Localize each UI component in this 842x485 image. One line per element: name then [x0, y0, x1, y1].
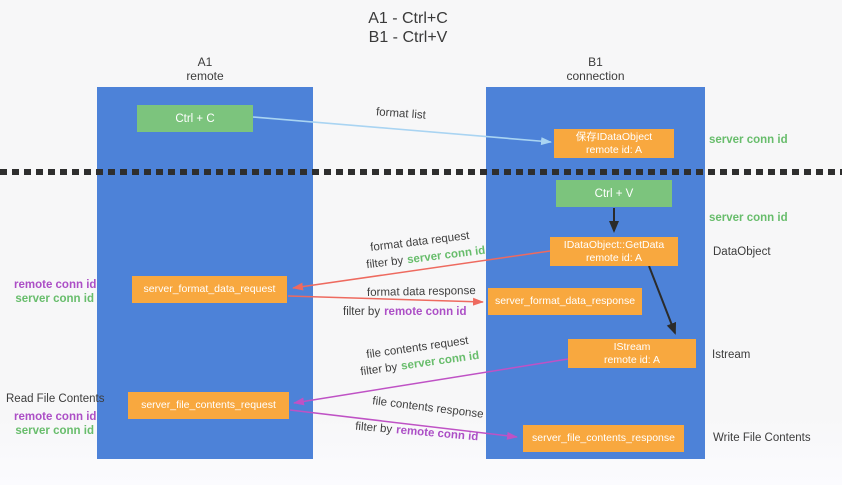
getdata-title: IDataObject::GetData — [563, 238, 665, 251]
server-conn-id-label: server conn id — [15, 425, 94, 437]
title-line-1: A1 - Ctrl+C — [368, 10, 448, 27]
server-format-data-request-box: server_format_data_request — [132, 276, 287, 303]
save-dataobject-title: 保存IDataObject — [575, 130, 653, 143]
file-contents-response-label: file contents response — [371, 395, 485, 421]
filter-by-text: filter by — [365, 254, 404, 272]
filter-by-text: filter by — [354, 420, 393, 436]
read-file-contents-label: Read File Contents — [6, 393, 105, 405]
column-a1-role: remote — [186, 69, 224, 83]
server-format-data-response-label: server_format_data_response — [494, 295, 636, 307]
server-file-contents-request-box: server_file_contents_request — [128, 392, 289, 419]
write-file-contents-label: Write File Contents — [713, 432, 811, 444]
filter-by-text: filter by — [343, 306, 381, 318]
istream-title: IStream — [613, 340, 651, 353]
ctrl-c-label: Ctrl + C — [175, 112, 215, 125]
title-line-2: B1 - Ctrl+V — [368, 29, 448, 46]
server-file-contents-response-label: server_file_contents_response — [531, 432, 675, 444]
column-b1-name: B1 — [588, 55, 603, 69]
session-divider-line — [0, 169, 842, 175]
remote-conn-id-label: remote conn id — [14, 279, 97, 291]
format-data-response-label: format data response — [366, 285, 476, 299]
remote-conn-id-text: remote conn id — [395, 424, 479, 444]
format-request-conn-ids: remote conn id server conn id — [14, 278, 97, 306]
getdata-remote-id: remote id: A — [585, 251, 643, 264]
istream-box: IStream remote id: A — [568, 339, 696, 368]
getdata-box: IDataObject::GetData remote id: A — [550, 237, 678, 266]
filter-by-text: filter by — [359, 361, 399, 379]
server-file-contents-request-label: server_file_contents_request — [141, 399, 276, 411]
column-header-a1: A1 remote — [97, 55, 313, 83]
file-request-conn-ids: remote conn id server conn id — [14, 410, 97, 438]
server-format-data-request-label: server_format_data_request — [143, 283, 276, 295]
column-a1-name: A1 — [197, 55, 213, 69]
column-header-b1: B1 connection — [486, 55, 705, 83]
diagram-title: A1 - Ctrl+C B1 - Ctrl+V — [0, 9, 816, 47]
istream-remote-id: remote id: A — [603, 353, 661, 366]
ctrl-c-box: Ctrl + C — [137, 105, 253, 132]
remote-conn-id-text: remote conn id — [384, 306, 467, 318]
server-file-contents-response-box: server_file_contents_response — [523, 425, 684, 452]
save-dataobject-box: 保存IDataObject remote id: A — [554, 129, 674, 158]
column-b1-role: connection — [566, 69, 625, 83]
server-conn-id-label-top: server conn id — [709, 134, 788, 146]
server-conn-id-label: server conn id — [15, 293, 94, 305]
server-format-data-response-box: server_format_data_response — [488, 288, 642, 315]
remote-conn-id-label: remote conn id — [14, 411, 97, 423]
ctrl-v-label: Ctrl + V — [594, 187, 634, 200]
ctrl-v-box: Ctrl + V — [556, 180, 672, 207]
dataobject-label: DataObject — [713, 246, 771, 258]
format-list-label: format list — [375, 106, 427, 122]
istream-side-label: Istream — [712, 349, 751, 361]
server-conn-id-label-mid: server conn id — [709, 212, 788, 224]
save-dataobject-remote-id: remote id: A — [585, 143, 643, 156]
